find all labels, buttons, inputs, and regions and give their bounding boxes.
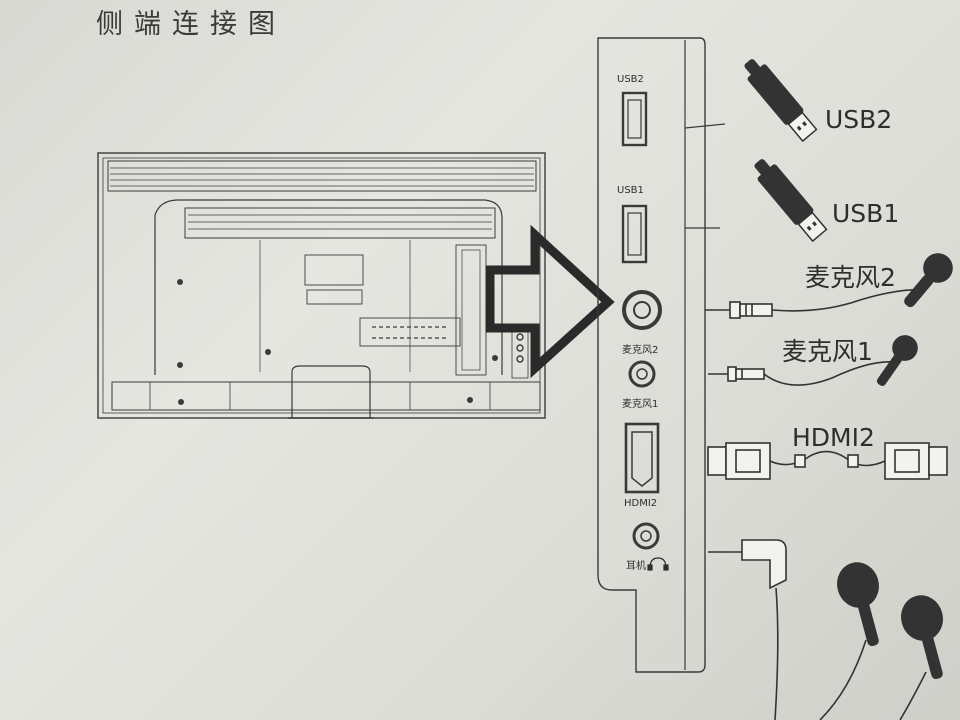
microphone-icon bbox=[708, 335, 918, 386]
microphone-icon bbox=[705, 253, 953, 319]
top-vent bbox=[110, 167, 534, 187]
panel-label-earphone: 耳机 bbox=[626, 559, 646, 572]
screw-points bbox=[177, 279, 498, 405]
panel-label-usb2: USB2 bbox=[617, 74, 644, 85]
side-panel bbox=[597, 37, 726, 673]
device-label-mic2: 麦克风2 bbox=[805, 263, 896, 292]
device-label-usb1: USB1 bbox=[832, 199, 899, 228]
hdmi2-port bbox=[624, 422, 660, 494]
device-label-mic1: 麦克风1 bbox=[782, 337, 873, 366]
panel-label-mic2: 麦克风2 bbox=[622, 344, 658, 356]
mic2-jack bbox=[622, 290, 662, 330]
panel-label-mic1: 麦克风1 bbox=[622, 398, 658, 410]
panel-label-usb1: USB1 bbox=[617, 185, 644, 196]
earphones-icon bbox=[708, 539, 943, 720]
hdmi-cable-icon bbox=[707, 442, 948, 480]
inner-vent bbox=[188, 214, 492, 230]
usb2-port bbox=[621, 91, 648, 147]
usb-drive-icon bbox=[744, 59, 818, 143]
device-label-usb2: USB2 bbox=[825, 105, 892, 134]
usb-drive-icon bbox=[754, 159, 828, 243]
mic1-jack bbox=[628, 360, 656, 388]
panel-label-hdmi2: HDMI2 bbox=[624, 498, 657, 509]
tv-back-view bbox=[97, 152, 546, 419]
direction-arrow bbox=[485, 224, 615, 379]
headphone-icon bbox=[647, 557, 669, 571]
earphone-jack bbox=[632, 522, 660, 550]
device-label-hdmi2: HDMI2 bbox=[792, 423, 875, 452]
page-title: 侧端连接图 bbox=[96, 9, 286, 40]
usb1-port bbox=[621, 204, 648, 264]
